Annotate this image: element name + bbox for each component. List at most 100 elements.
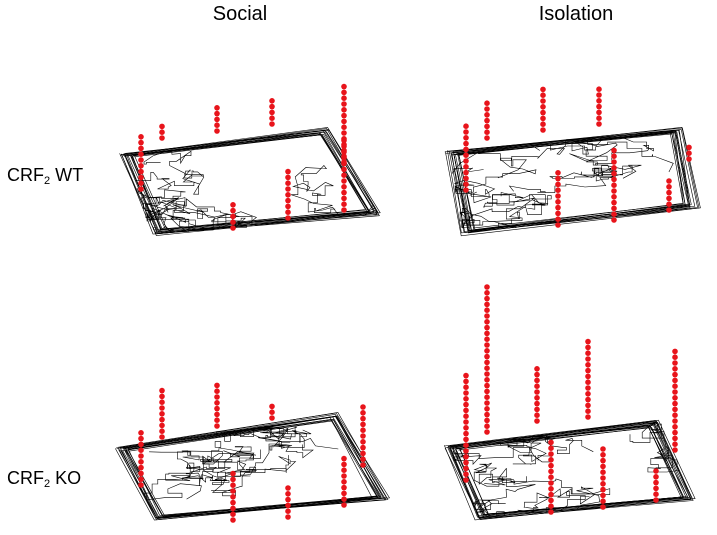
dot [672,395,678,401]
dot [484,382,490,389]
dot [672,412,678,419]
dot [611,170,617,177]
dot [463,164,469,170]
row-label-ko-prefix: CRF [7,468,44,488]
dot [463,181,469,187]
trajectory-trace [444,126,701,237]
dot [341,184,347,190]
dot-column [484,284,490,435]
dot [341,455,347,462]
dot [540,109,546,116]
dot [484,336,490,343]
dot [230,517,236,523]
dot [585,362,591,368]
dot [341,189,347,196]
dot [548,497,554,504]
dot [341,496,347,503]
dot-column [341,137,347,213]
dot [484,371,490,377]
dot [463,175,469,182]
dot [285,508,291,514]
dot [463,477,469,483]
dot [341,155,347,161]
dot [159,123,165,130]
dot [484,406,490,412]
dot [230,494,236,500]
dot [463,158,469,164]
dot [285,203,291,210]
dot [341,101,347,107]
dot [360,450,366,457]
dot [463,436,469,443]
dot-column [653,468,659,503]
dot [214,105,220,111]
dot [585,344,591,351]
dot [463,419,469,425]
dot [214,411,220,418]
dot-column [611,147,617,223]
dot [159,129,165,135]
dot [484,394,490,401]
dot [341,201,347,207]
dot [138,163,144,169]
dot [596,86,602,92]
dot [555,216,561,222]
dot [585,367,591,374]
dot [214,116,220,123]
dot [600,504,606,510]
dot [484,348,490,354]
dot [463,459,469,466]
dot [285,502,291,509]
dot [534,366,540,372]
dot [214,128,220,134]
dot [534,383,540,390]
dot [463,140,469,147]
dot [214,405,220,412]
dot [686,150,692,156]
dot [341,484,347,491]
dot [672,377,678,384]
dot [230,470,236,477]
dot [484,319,490,325]
dot [555,170,561,176]
dot [484,365,490,372]
dot [484,313,490,319]
dot [269,409,275,416]
dot [138,482,144,488]
dot [600,498,606,505]
dot [341,461,347,468]
dot [672,400,678,407]
dot [611,147,617,154]
dot [672,406,678,413]
dot [360,410,366,416]
dot [672,435,678,442]
dot [666,189,672,196]
dot [653,479,659,486]
dot [230,225,236,231]
dot [463,471,469,478]
dot-column [555,170,561,228]
dot [666,184,672,190]
dot [585,408,591,415]
dot [534,400,540,407]
dot [341,479,347,485]
dot [600,452,606,458]
dot [463,384,469,391]
dot [611,188,617,194]
dot [585,391,591,397]
dot [138,459,144,465]
dot-column [159,123,165,141]
dot [341,130,347,136]
dot [360,462,366,468]
dot [285,215,291,221]
dot [534,371,540,378]
dot [463,135,469,141]
dot [463,407,469,414]
dot-column [138,134,144,192]
dot [214,394,220,400]
dot [596,109,602,116]
dot [285,192,291,198]
dot [600,457,606,464]
dot [540,86,546,93]
